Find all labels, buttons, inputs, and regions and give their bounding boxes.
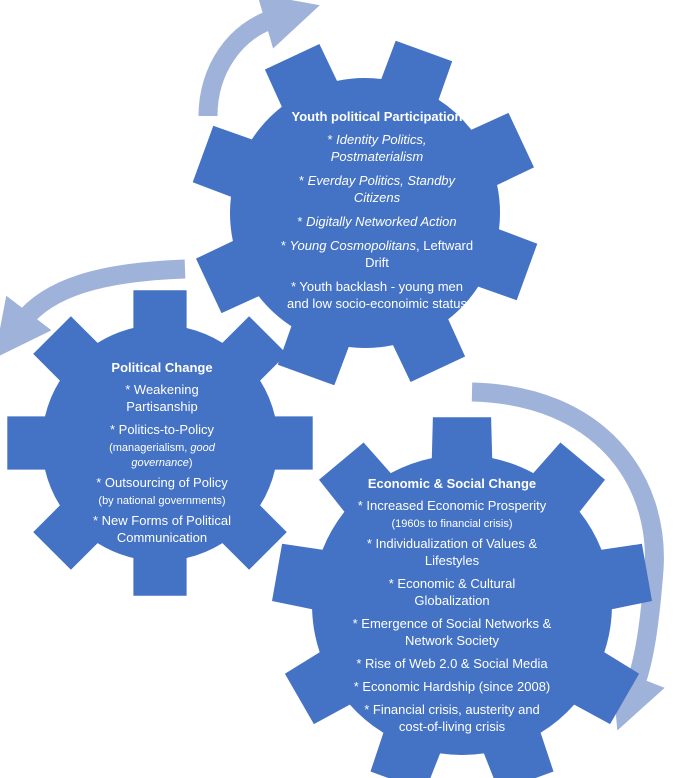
bullet-line: (1960s to financial crisis): [391, 518, 512, 530]
text-run: Drift: [365, 255, 389, 270]
text-run: , Leftward: [416, 238, 473, 253]
bullet-line: Globalization: [414, 593, 489, 608]
bullet-line: * Young Cosmopolitans, Leftward: [281, 238, 473, 253]
bullet-line: * Economic Hardship (since 2008): [354, 679, 551, 694]
bullet-line: * Weakening: [125, 382, 198, 397]
text-run: * Individualization of Values &: [367, 536, 538, 551]
bullet-line: * New Forms of Political: [93, 513, 231, 528]
youth-participation-text: Youth political Participation * Identity …: [281, 109, 473, 311]
bullet-line: * Youth backlash - young men: [291, 279, 463, 294]
text-run: Digitally Networked Action: [306, 214, 457, 229]
bullet-line: Drift: [365, 255, 389, 270]
text-run: Partisanship: [126, 399, 198, 414]
text-run: * Emergence of Social Networks &: [353, 616, 552, 631]
text-run: ): [189, 457, 193, 469]
text-run: *: [328, 132, 337, 147]
text-run: cost-of-living crisis: [399, 719, 506, 734]
bullet-line: Communication: [117, 530, 207, 545]
text-run: good: [190, 442, 215, 454]
text-run: * Weakening: [125, 382, 198, 397]
bullet-line: cost-of-living crisis: [399, 719, 506, 734]
text-run: Everday Politics, Standby: [308, 173, 457, 188]
text-run: *: [281, 238, 290, 253]
text-run: *: [299, 173, 308, 188]
bullet-line: and low socio-econoimic status: [287, 296, 467, 311]
bullet-line: * Economic & Cultural: [389, 576, 516, 591]
gear-political-change: [7, 290, 313, 596]
bullet-line: Partisanship: [126, 399, 198, 414]
gear-title: Youth political Participation: [292, 109, 463, 124]
bullet-line: * Politics-to-Policy: [110, 422, 215, 437]
gear-youth-participation: [192, 40, 538, 386]
text-run: * Increased Economic Prosperity: [358, 498, 547, 513]
text-run: Young Cosmopolitans: [290, 238, 417, 253]
bullet-line: (by national governments): [98, 495, 225, 507]
bullet-line: Lifestyles: [425, 553, 480, 568]
text-run: Network Society: [405, 633, 499, 648]
text-run: * Politics-to-Policy: [110, 422, 215, 437]
bullet-line: * Everday Politics, Standby: [299, 173, 457, 188]
bullet-line: * Increased Economic Prosperity: [358, 498, 547, 513]
gear-economic-social-change: [272, 417, 652, 778]
cycle-arrow-right: [471, 382, 665, 731]
text-run: * Youth backlash - young men: [291, 279, 463, 294]
text-run: * Financial crisis, austerity and: [364, 702, 540, 717]
bullet-line: * Outsourcing of Policy: [96, 475, 228, 490]
bullet-line: * Digitally Networked Action: [297, 214, 456, 229]
bullet-line: * Individualization of Values &: [367, 536, 538, 551]
text-run: Citizens: [354, 190, 401, 205]
text-run: * Rise of Web 2.0 & Social Media: [356, 656, 548, 671]
text-run: * New Forms of Political: [93, 513, 231, 528]
text-run: Globalization: [414, 593, 489, 608]
economic-social-change-text: Economic & Social Change * Increased Econ…: [353, 476, 552, 734]
cycle-arrow-top: [198, 0, 320, 117]
bullet-line: governance): [131, 457, 192, 469]
bullet-line: * Identity Politics,: [328, 132, 427, 147]
text-run: * Outsourcing of Policy: [96, 475, 228, 490]
text-run: (managerialism,: [109, 442, 190, 454]
bullet-line: Postmaterialism: [331, 149, 424, 164]
bullet-line: * Rise of Web 2.0 & Social Media: [356, 656, 548, 671]
bullet-line: Citizens: [354, 190, 401, 205]
text-run: Lifestyles: [425, 553, 480, 568]
gear-title: Political Change: [111, 360, 212, 375]
text-run: Identity Politics,: [336, 132, 426, 147]
text-run: (by national governments): [98, 495, 225, 507]
bullet-line: * Emergence of Social Networks &: [353, 616, 552, 631]
text-run: (1960s to financial crisis): [391, 518, 512, 530]
text-run: and low socio-econoimic status: [287, 296, 467, 311]
text-run: * Economic Hardship (since 2008): [354, 679, 551, 694]
text-run: *: [297, 214, 306, 229]
cycle-arrow-left: [0, 259, 186, 359]
bullet-line: (managerialism, good: [109, 442, 216, 454]
bullet-line: * Financial crisis, austerity and: [364, 702, 540, 717]
text-run: governance: [131, 457, 189, 469]
bullet-line: Network Society: [405, 633, 499, 648]
text-run: Communication: [117, 530, 207, 545]
gear-title: Economic & Social Change: [368, 476, 536, 491]
text-run: Postmaterialism: [331, 149, 424, 164]
text-run: * Economic & Cultural: [389, 576, 516, 591]
